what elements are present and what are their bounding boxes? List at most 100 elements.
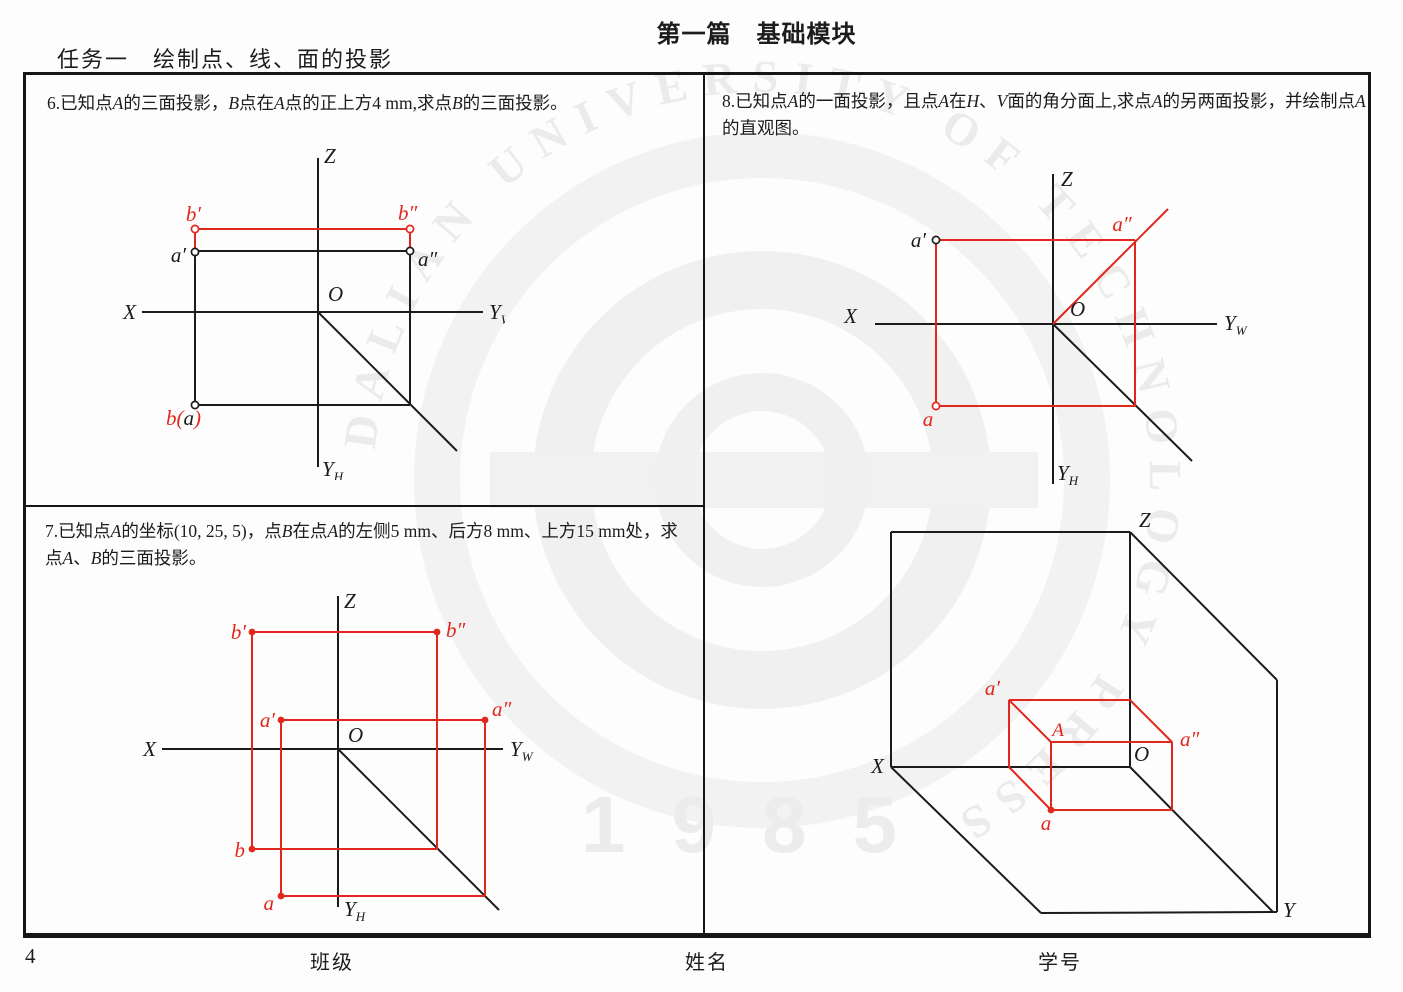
worksheet-frame	[23, 72, 1371, 938]
p7-point-a	[277, 892, 285, 900]
p7-point-a-dblprime	[481, 716, 489, 724]
p7-label-a-prime: a′	[260, 708, 276, 732]
axon-label-o: O	[1134, 742, 1149, 766]
page-number: 4	[25, 944, 36, 968]
watermark-year: 1985	[581, 780, 943, 869]
italic-symbol: A	[1354, 91, 1366, 111]
p7-label-yw: YW	[510, 737, 534, 764]
axon-box-bottom-left-diag	[1008, 766, 1052, 811]
p8-label-x: X	[843, 304, 858, 328]
text-run: 点的正上方4 mm,求点	[284, 93, 452, 113]
p6-label-a-prime: a′	[171, 243, 187, 267]
italic-symbol: A	[274, 93, 285, 113]
footer-name-label: 姓名	[685, 952, 729, 974]
p8-point-a	[931, 401, 941, 411]
italic-symbol: B	[281, 521, 293, 541]
p7-label-b-dblprime: b″	[446, 618, 466, 642]
p8-label-yw: YW	[1224, 311, 1248, 338]
italic-symbol: V	[996, 91, 1008, 111]
p7-label-z: Z	[344, 592, 356, 613]
axon-box-top-right-diag	[1129, 699, 1173, 743]
p8-diagonal-45-down	[1052, 323, 1193, 462]
italic-symbol: A	[1151, 91, 1163, 111]
watermark-outer-ring	[414, 132, 1110, 828]
p7-point-b-prime	[248, 628, 256, 636]
text-run: 的三面投影，	[123, 93, 229, 113]
text-run: 的三面投影。	[101, 548, 207, 569]
problem-7-text: 7.已知点A的坐标(10, 25, 5)，点B在点A的左侧5 mm、后方8 mm…	[45, 518, 695, 572]
p8-label-z: Z	[1061, 167, 1073, 191]
text-run: 、	[979, 91, 997, 111]
italic-symbol: B	[90, 548, 102, 569]
diagram-problem8-projection: Z X YW YH Oa′ a″ a	[843, 167, 1248, 488]
p6-label-b-a: b(a)	[166, 406, 201, 430]
watermark-inner-ring	[655, 373, 869, 587]
italic-symbol: B	[228, 93, 240, 113]
watermark-bar	[490, 452, 1038, 508]
text-run: 6.已知点	[47, 93, 113, 113]
text-run: 的左侧5 mm、后方8 mm、上方15 mm处，求点	[45, 521, 678, 569]
left-horizontal-divider	[26, 505, 705, 507]
italic-symbol: H	[966, 91, 980, 111]
p6-label-yw: YW	[489, 300, 505, 327]
p6-point-b-prime	[190, 224, 200, 234]
axon-label-a-prime: a′	[985, 676, 1001, 700]
p8-label-a-dblprime: a″	[1112, 212, 1132, 236]
p8-label-yh: YH	[1057, 461, 1079, 488]
italic-symbol: A	[110, 521, 122, 541]
p7-label-a: a	[264, 891, 275, 915]
p6-point-b-dblprime	[405, 224, 415, 234]
italic-symbol: A	[787, 91, 799, 111]
p7-label-yh: YH	[344, 897, 366, 922]
axon-w-plane-top-diag	[1129, 531, 1278, 681]
problem-8-text: 8.已知点A的一面投影，且点A在H、V面的角分面上,求点A的另两面投影，并绘制点…	[722, 88, 1372, 142]
text-run: 7.已知点	[45, 521, 111, 541]
axon-label-z: Z	[1139, 508, 1151, 532]
axon-label-a: a	[1041, 811, 1052, 835]
p7-label-a-dblprime: a″	[492, 697, 512, 721]
p6-point-a-dblprime	[405, 246, 415, 256]
axon-label-a-dblprime: a″	[1180, 727, 1200, 751]
p8-label-o: O	[1070, 297, 1085, 321]
text-run: 、	[73, 548, 91, 569]
text-run: 8.已知点	[722, 91, 788, 111]
p7-label-b-prime: b′	[231, 620, 247, 644]
p6-label-b-prime: b′	[186, 202, 202, 226]
footer-id-label: 学号	[1038, 952, 1082, 974]
vertical-divider	[703, 75, 705, 933]
p7-diagonal-45	[337, 748, 500, 911]
italic-symbol: A	[62, 548, 74, 569]
italic-symbol: A	[938, 91, 950, 111]
p8-label-a-prime: a′	[911, 228, 927, 252]
text-run: 的另两面投影，并绘制点	[1162, 91, 1355, 111]
italic-symbol: B	[451, 93, 463, 113]
axon-label-x: X	[870, 754, 885, 778]
axon-label-y: Y	[1283, 898, 1297, 922]
p8-bisector-45-up	[1052, 208, 1169, 325]
italic-symbol: A	[112, 93, 124, 113]
p6-point-b-a	[190, 400, 200, 410]
p8-label-a: a	[923, 407, 934, 431]
footer-class-label: 班级	[310, 952, 354, 974]
p7-point-b	[248, 845, 256, 853]
task-subtitle: 任务一 绘制点、线、面的投影	[57, 47, 394, 72]
p6-label-a-dblprime: a″	[418, 247, 438, 271]
p6-label-z: Z	[324, 145, 336, 168]
axon-h-plane-left-diag	[890, 766, 1042, 914]
page-title: 第一篇 基础模块	[656, 21, 857, 48]
p7-label-b: b	[235, 838, 246, 862]
axon-point-a	[1047, 806, 1055, 814]
p7-point-b-dblprime	[433, 628, 441, 636]
p6-label-o: O	[328, 282, 343, 306]
p6-label-x: X	[122, 300, 137, 324]
p6-label-yh: YH	[322, 457, 344, 480]
p8-point-a-prime	[931, 235, 941, 245]
p7-point-a-prime	[277, 716, 285, 724]
text-run: 在	[949, 91, 967, 111]
axon-label-A: A	[1050, 720, 1064, 741]
text-run: 点在	[239, 93, 275, 113]
